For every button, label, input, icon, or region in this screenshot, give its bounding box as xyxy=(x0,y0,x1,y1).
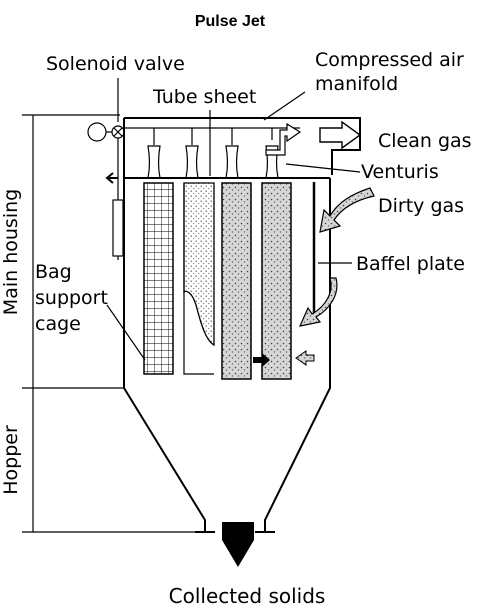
solenoid-valve xyxy=(87,122,125,260)
bag-support-cage xyxy=(143,182,174,375)
label-clean-gas: Clean gas xyxy=(378,130,472,152)
label-compressed-air: Compressed air xyxy=(315,49,464,71)
label-hopper: Hopper xyxy=(0,425,22,495)
clean-gas-arrow xyxy=(319,120,362,150)
diagram-title: Pulse Jet xyxy=(195,13,266,30)
filtration-arrow-in xyxy=(253,353,270,367)
label-main-housing: Main housing xyxy=(0,189,22,315)
filter-bag-collapsing xyxy=(183,182,215,347)
venturis xyxy=(147,145,279,179)
filter-bag-4 xyxy=(261,182,292,380)
pulse-line-arrow xyxy=(105,172,118,184)
label-support: support xyxy=(35,287,108,309)
label-manifold: manifold xyxy=(315,73,398,95)
blow-pipes xyxy=(153,128,273,145)
label-baffel-plate: Baffel plate xyxy=(356,253,465,275)
label-collected-solids: Collected solids xyxy=(169,584,326,607)
collected-solids-arrow xyxy=(222,522,254,567)
dimension-brackets xyxy=(22,114,195,533)
label-cage: cage xyxy=(35,313,81,335)
filtration-arrow-gas xyxy=(295,350,315,366)
dirty-gas-deflect-arrow xyxy=(298,277,338,327)
leader-lines xyxy=(106,78,361,361)
label-venturis: Venturis xyxy=(361,161,439,183)
flow-arrows xyxy=(105,120,375,567)
filter-bag-3 xyxy=(221,182,252,380)
label-bag: Bag xyxy=(35,261,72,283)
dirty-gas-inlet-arrow xyxy=(319,187,375,233)
label-tube-sheet: Tube sheet xyxy=(152,86,256,108)
label-solenoid-valve: Solenoid valve xyxy=(46,53,185,75)
filter-bags xyxy=(143,182,292,380)
pulse-air-arrow xyxy=(265,122,302,156)
label-dirty-gas: Dirty gas xyxy=(378,195,464,217)
